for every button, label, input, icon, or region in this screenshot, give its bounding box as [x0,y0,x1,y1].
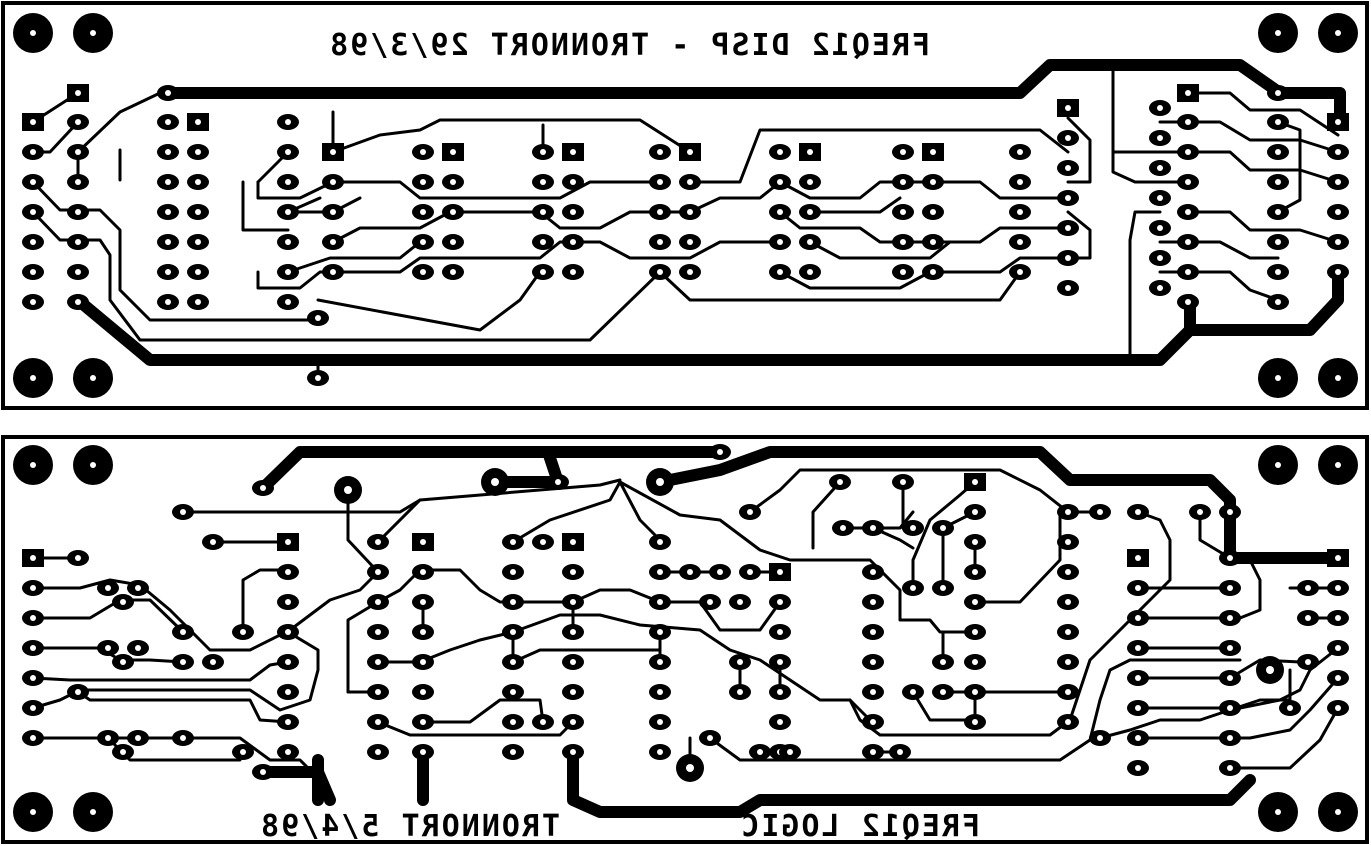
board-logic: TRONNORT 5/4/98 FREQ12 LOGIC [1,435,1369,844]
power-bus-top [72,59,1346,366]
pads-top [22,84,1349,386]
signal-traces-top [31,63,1340,380]
board-display-label: FREQ12 DISP - TRONNORT 29/3/98 [328,28,930,63]
board-logic-label-date: TRONNORT 5/4/98 [259,809,560,844]
board-logic-outline [1,435,1369,844]
signal-traces-bottom [31,468,1340,782]
pads-bottom [22,444,1349,782]
board-display: FREQ12 DISP - TRONNORT 29/3/98 [1,1,1369,410]
mounting-holes-bottom [13,445,1358,832]
board-logic-label-name: FREQ12 LOGIC [739,809,980,844]
board-display-outline [1,1,1369,410]
mounting-holes-top [13,13,1358,398]
